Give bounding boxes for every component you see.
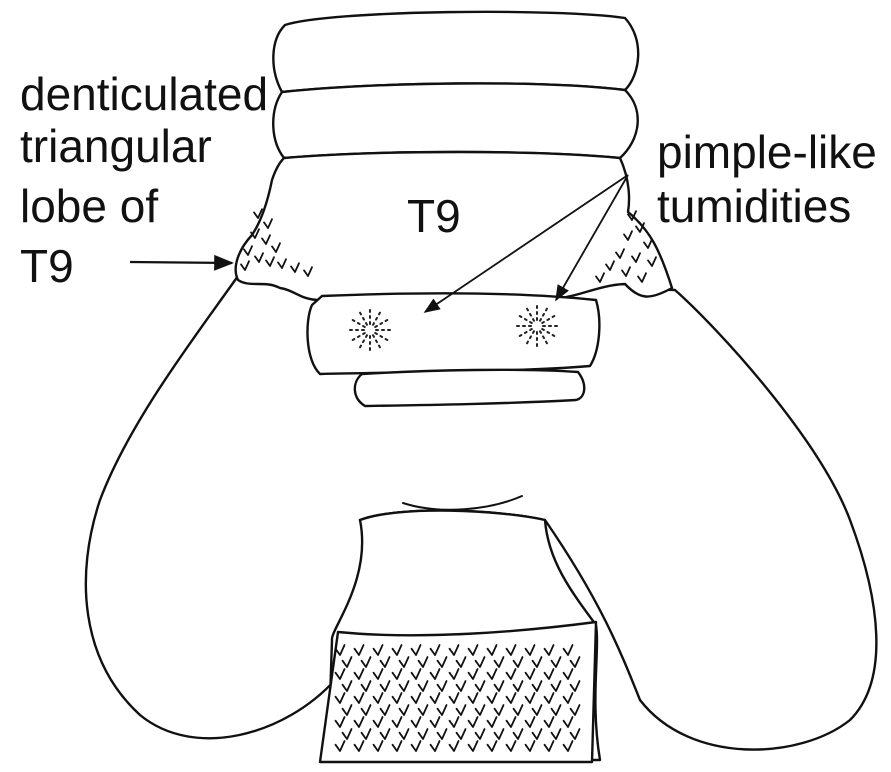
segment-8: [273, 83, 637, 158]
label-tergite-t9: T9: [407, 190, 461, 242]
label-pimple-like: pimple-like: [657, 126, 877, 178]
label-triangular: triangular: [20, 120, 212, 172]
arrow-to-lobe: [130, 262, 232, 263]
sternite-bar: [355, 370, 584, 406]
sternite-plate: [307, 293, 599, 374]
label-t9-left: T9: [20, 240, 74, 292]
label-lobe-of: lobe of: [20, 180, 158, 232]
segment-7: [273, 12, 638, 92]
label-denticulated: denticulated: [20, 68, 268, 120]
label-tumidities: tumidities: [657, 180, 851, 232]
